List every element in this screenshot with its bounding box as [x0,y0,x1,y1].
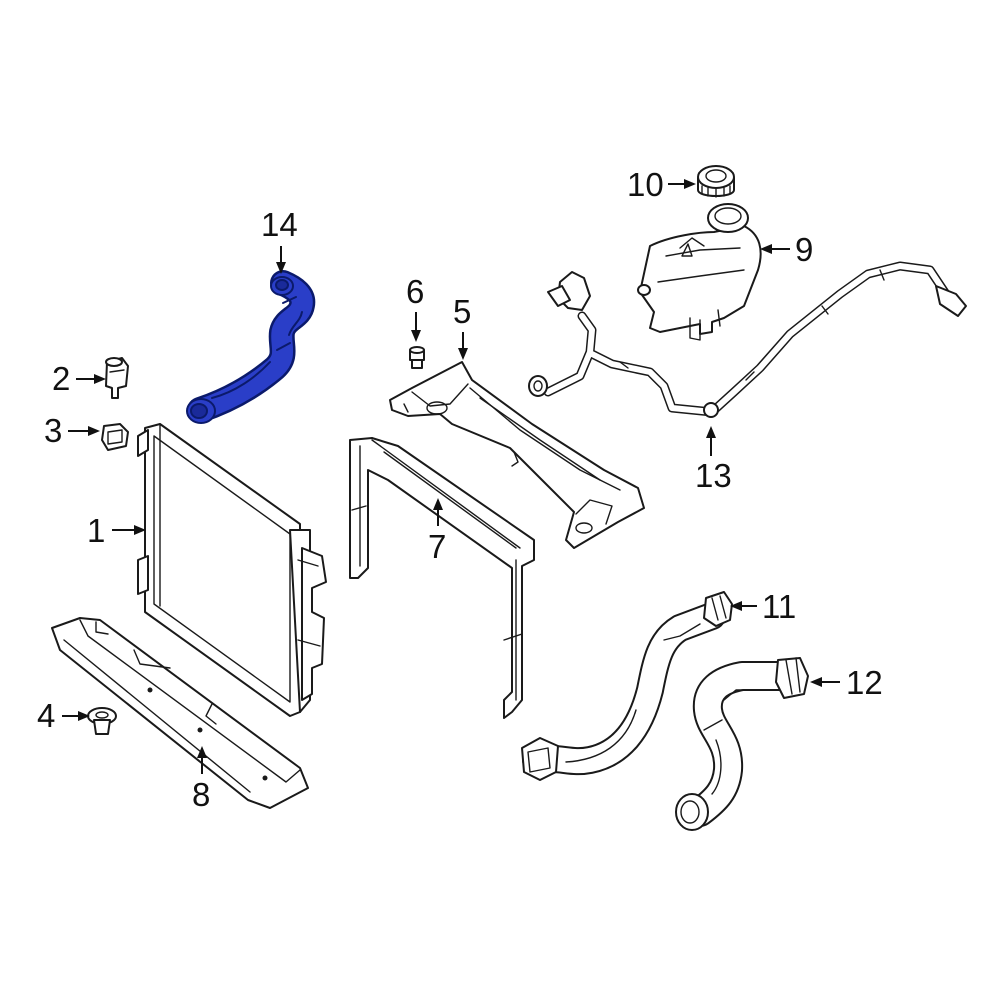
part-11-lower-hose[interactable] [521,591,733,781]
callout-5-label: 5 [453,293,471,330]
callout-13: 13 [695,426,732,494]
part-13-coolant-line[interactable] [528,261,967,418]
callout-9: 9 [760,231,813,268]
part-4-push-pin[interactable] [87,707,117,735]
hose-14-fill [189,272,313,421]
callout-14: 14 [261,206,298,274]
callout-6-label: 6 [406,273,424,310]
callout-9-label: 9 [795,231,813,268]
part-6-bolt[interactable] [409,346,425,369]
callout-1-label: 1 [87,512,105,549]
part-5-upper-support[interactable] [389,361,645,549]
callout-6: 6 [406,273,424,342]
part-7-support-frame[interactable] [349,437,535,719]
callout-1: 1 [87,512,146,549]
callout-7: 7 [428,498,446,565]
callout-2-label: 2 [52,360,70,397]
part-2-bracket-clip[interactable] [105,357,129,399]
callout-4-label: 4 [37,697,55,734]
callout-10: 10 [627,166,696,203]
callout-14-label: 14 [261,206,298,243]
callout-5: 5 [453,293,471,360]
part-3-grommet[interactable] [101,423,129,451]
part-9-expansion-tank[interactable] [637,203,762,341]
callout-3: 3 [44,412,100,449]
callout-7-label: 7 [428,528,446,565]
part-10-reservoir-cap[interactable] [697,165,735,198]
callout-10-label: 10 [627,166,664,203]
part-8-air-deflector[interactable] [51,617,309,809]
callout-8: 8 [192,746,210,813]
callout-13-label: 13 [695,457,732,494]
callout-11-label: 11 [762,588,796,625]
callout-4: 4 [37,697,90,734]
part-14-upper-radiator-hose[interactable] [186,270,316,424]
part-1-radiator[interactable] [137,423,327,717]
callout-12-label: 12 [846,664,883,701]
callout-8-label: 8 [192,776,210,813]
callout-3-label: 3 [44,412,62,449]
callout-11: 11 [730,588,796,625]
callout-12: 12 [810,664,883,701]
part-12-lower-hose[interactable] [675,657,809,831]
callout-2: 2 [52,360,106,397]
